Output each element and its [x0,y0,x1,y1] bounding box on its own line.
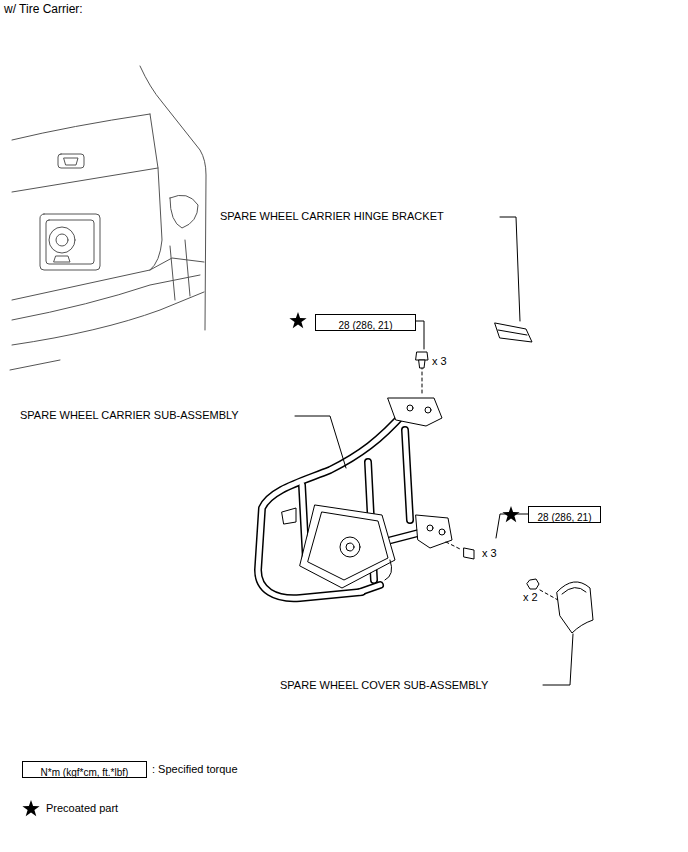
torque-value: N*m (kgf*cm, ft.*lbf) [37,767,133,778]
vehicle-rear [10,66,206,370]
part-name: SPARE WHEEL CARRIER SUB-ASSEMBLY [20,409,239,422]
torque-value: 28 (286, 21) [534,512,596,523]
torque-value: 28 (286, 21) [335,320,397,331]
precoated-star [22,312,519,816]
leader-lines [295,217,573,685]
fasteners [416,352,558,600]
legend-text: Precoated part [46,802,118,815]
part-name: SPARE WHEEL COVER SUB-ASSEMBLY [280,679,488,692]
legend-text: : Specified torque [152,763,238,776]
part-name: SPARE WHEEL CARRIER HINGE BRACKET [220,210,444,223]
quantity: x 3 [482,547,497,560]
section-title: w/ Tire Carrier: [4,2,83,16]
quantity: x 2 [523,591,538,604]
carrier-frame [258,398,452,598]
quantity: x 3 [432,355,447,368]
torque-box: 28 (286, 21) [528,506,601,523]
hinge-bracket [495,323,532,342]
torque-box: 28 (286, 21) [315,314,416,331]
wheel-cover [557,582,593,633]
legend-torque-box: N*m (kgf*cm, ft.*lbf) [22,761,147,778]
